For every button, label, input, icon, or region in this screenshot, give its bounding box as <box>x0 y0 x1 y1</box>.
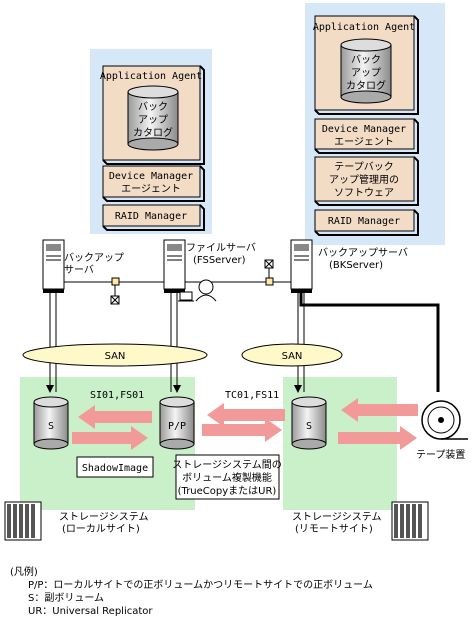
svg-text:Device Manager: Device Manager <box>322 124 406 135</box>
volume-s-local: S <box>33 396 69 450</box>
legend-item-pp: P/P：ローカルサイトでの正ボリュームかつリモートサイトでの正ボリューム <box>28 580 373 591</box>
svg-text:(ローカルサイト): (ローカルサイト) <box>62 523 140 535</box>
shadowimage-box: ShadowImage <box>76 456 154 478</box>
svg-text:アップ: アップ <box>351 67 381 79</box>
svg-text:(FSServer): (FSServer) <box>193 255 246 266</box>
svg-text:カタログ: カタログ <box>346 79 386 92</box>
arrow-pp-to-s-remote <box>202 418 282 442</box>
storage-label-remote: ストレージシステム <box>292 511 382 523</box>
svg-text:P/P: P/P <box>168 421 186 432</box>
svg-text:ShadowImage: ShadowImage <box>82 463 148 474</box>
arrow-pp-to-s-local <box>78 405 152 429</box>
catalog-cylinder-local: バック アップ カタログ <box>127 85 179 151</box>
san-ellipse-right: SAN <box>241 343 343 367</box>
tape-device-label: テープ装置 <box>416 448 465 461</box>
arrow-s-to-pp-local <box>72 426 148 450</box>
legend-item-s: S：副ボリューム <box>28 593 105 604</box>
raid-manager-box-remote: RAID Manager <box>314 209 419 236</box>
device-manager-box-local: Device Manager エージェント <box>102 165 205 202</box>
svg-text:SAN: SAN <box>282 351 303 362</box>
server-tower-file-server <box>163 239 186 293</box>
svg-text:S: S <box>48 421 54 432</box>
application-agent-label-local: Application Agent <box>100 71 202 82</box>
svg-text:テープバック: テープバック <box>334 161 393 173</box>
san-ellipse-left: SAN <box>22 343 208 367</box>
arrow-s-to-tape <box>338 426 417 450</box>
svg-text:エージェント: エージェント <box>334 137 394 148</box>
svg-text:Application Agent: Application Agent <box>313 22 415 33</box>
svg-text:エージェント: エージェント <box>121 184 181 195</box>
volume-s-remote: S <box>291 396 327 450</box>
svg-text:S: S <box>306 421 312 432</box>
legend: (凡例) P/P：ローカルサイトでの正ボリュームかつリモートサイトでの正ボリュー… <box>10 566 373 618</box>
backup-server-label-local: バックアップ <box>64 252 124 264</box>
arrow-tape-to-s <box>341 398 418 422</box>
svg-text:(TrueCopyまたはUR): (TrueCopyまたはUR) <box>178 485 277 497</box>
user-client-icon <box>178 279 217 302</box>
svg-text:アップ: アップ <box>138 114 168 126</box>
legend-title: (凡例) <box>10 567 38 578</box>
device-manager-box-remote: Device Manager エージェント <box>314 118 419 154</box>
server-tower-backup-local <box>42 239 65 293</box>
catalog-cylinder-remote: バック アップ カタログ <box>340 38 392 104</box>
svg-text:バック: バック <box>351 54 381 66</box>
volume-pp: P/P <box>159 396 195 450</box>
svg-text:アップ管理用の: アップ管理用の <box>329 173 399 186</box>
svg-text:RAID Manager: RAID Manager <box>328 216 400 227</box>
svg-text:(リモートサイト): (リモートサイト) <box>295 523 373 535</box>
legend-item-ur: UR：Universal Replicator <box>28 606 153 617</box>
svg-text:SAN: SAN <box>105 351 126 362</box>
replication-function-box: ストレージシステム間の ボリューム複製機能 (TrueCopyまたはUR) <box>172 454 282 500</box>
svg-text:バック: バック <box>138 101 168 113</box>
svg-text:Device Manager: Device Manager <box>109 171 193 182</box>
svg-text:カタログ: カタログ <box>133 126 173 139</box>
pair-label-local: SI01,FS01 <box>90 390 144 401</box>
svg-text:RAID Manager: RAID Manager <box>115 211 187 222</box>
svg-text:サーバ: サーバ <box>64 264 94 276</box>
server-tower-backup-remote <box>290 239 313 293</box>
file-server-label: ファイルサーバ <box>186 242 256 254</box>
storage-rack-local <box>4 501 42 541</box>
tape-device-icon <box>421 400 468 440</box>
svg-text:(BKServer): (BKServer) <box>329 260 383 271</box>
copy-arrows <box>72 398 418 450</box>
raid-manager-box-local: RAID Manager <box>102 204 205 231</box>
backup-server-label-remote: バックアップサーバ <box>318 247 408 259</box>
svg-text:ボリューム複製機能: ボリューム複製機能 <box>182 471 272 484</box>
svg-text:ソフトウェア: ソフトウェア <box>334 187 394 199</box>
storage-label-local: ストレージシステム <box>59 511 149 523</box>
svg-text:ストレージシステム間の: ストレージシステム間の <box>172 459 282 471</box>
pair-label-remote: TC01,FS11 <box>225 390 279 401</box>
tape-software-box-remote: テープバック アップ管理用の ソフトウェア <box>314 156 419 206</box>
arrow-s-to-pp-remote <box>207 403 285 427</box>
storage-rack-remote <box>391 501 429 541</box>
